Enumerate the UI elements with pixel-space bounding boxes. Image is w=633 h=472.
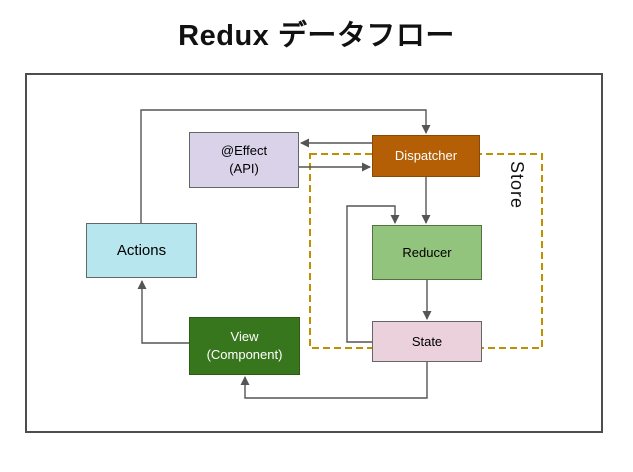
node-actions-label: Actions bbox=[116, 241, 167, 259]
store-label: Store bbox=[507, 161, 527, 210]
node-actions: Actions bbox=[86, 223, 197, 278]
page-title: Redux データフロー bbox=[178, 20, 455, 52]
node-dispatcher: Dispatcher bbox=[372, 135, 480, 177]
node-state-label: State bbox=[411, 333, 443, 349]
node-view-label-line2: (Component) bbox=[206, 347, 283, 362]
node-effect-label-line2: (API) bbox=[229, 161, 259, 176]
node-effect-api: @Effect (API) bbox=[189, 132, 299, 188]
node-dispatcher-label: Dispatcher bbox=[394, 148, 458, 163]
node-view-label-line1: View bbox=[230, 329, 259, 344]
node-view-component: View (Component) bbox=[189, 317, 300, 375]
node-effect-label-line1: @Effect bbox=[220, 143, 268, 158]
node-reducer: Reducer bbox=[372, 225, 482, 280]
node-reducer-label: Reducer bbox=[402, 244, 452, 260]
node-state: State bbox=[372, 321, 482, 362]
